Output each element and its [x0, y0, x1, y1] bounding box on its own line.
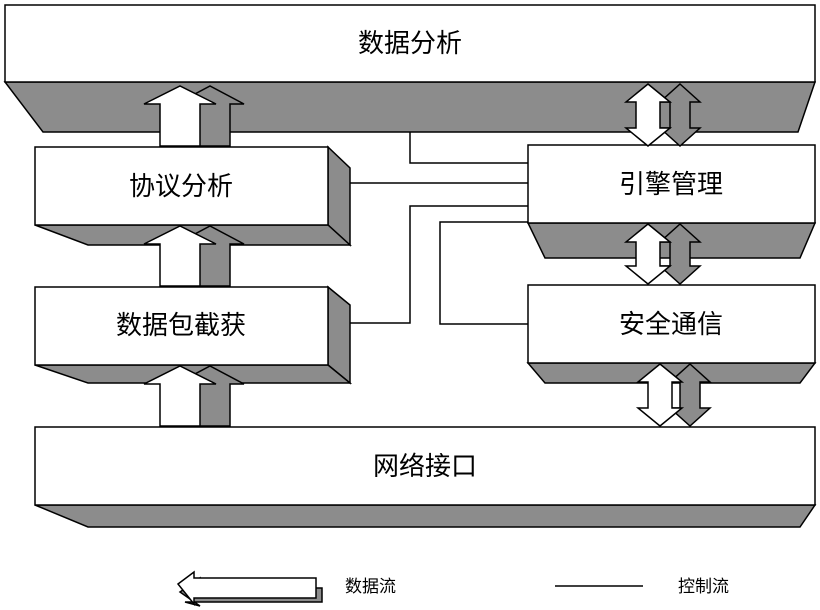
control-line-engine-secure: [439, 221, 528, 325]
data-flow-arrow-engine-secure: [623, 222, 702, 286]
box-engine-management-label: 引擎管理: [619, 170, 723, 200]
control-line-capture-engine: [350, 205, 528, 324]
box-secure-communication: 安全通信: [526, 284, 817, 384]
box-packet-capture: 数据包截获: [34, 285, 353, 385]
box-network-interface-label: 网络接口: [373, 452, 477, 482]
data-flow-arrow-network-to-capture: [143, 365, 245, 427]
legend: 数据流 控制流: [176, 570, 729, 607]
box-secure-communication-label: 安全通信: [619, 310, 723, 340]
data-flow-arrow-analysis-engine: [623, 82, 702, 148]
data-flow-arrow-protocol-to-analysis: [143, 85, 245, 147]
legend-data-flow-arrow-icon: [176, 570, 323, 607]
box-packet-capture-label: 数据包截获: [116, 311, 246, 341]
box-engine-management: 引擎管理: [526, 144, 817, 259]
legend-control-flow-label: 控制流: [678, 577, 729, 597]
data-flow-arrow-capture-to-protocol: [143, 225, 245, 287]
box-network-interface: 网络接口: [34, 426, 817, 528]
box-protocol-analysis-label: 协议分析: [129, 172, 233, 202]
legend-data-flow-label: 数据流: [345, 577, 396, 597]
box-data-analysis-label: 数据分析: [358, 29, 462, 59]
box-data-analysis: 数据分析: [3, 4, 817, 133]
box-protocol-analysis: 协议分析: [34, 145, 352, 247]
data-flow-arrow-secure-network: [635, 362, 712, 428]
